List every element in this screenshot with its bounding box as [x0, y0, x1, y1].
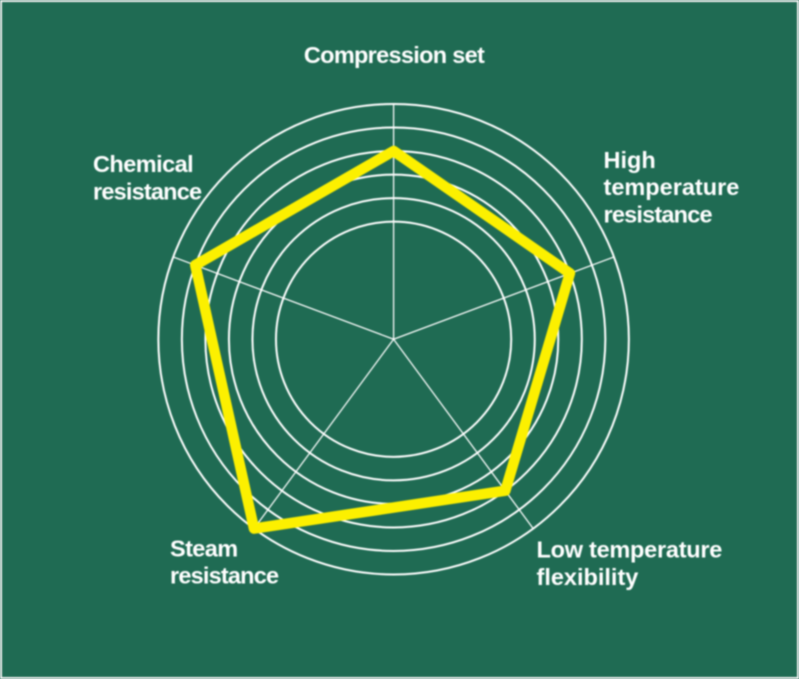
svg-text:Low temperature: Low temperature — [537, 537, 723, 563]
svg-text:flexibility: flexibility — [537, 564, 639, 590]
svg-text:Steam: Steam — [170, 536, 238, 562]
svg-text:Chemical: Chemical — [93, 151, 193, 177]
svg-text:resistance: resistance — [93, 179, 202, 205]
svg-text:resistance: resistance — [604, 201, 713, 227]
svg-text:resistance: resistance — [170, 563, 279, 589]
svg-text:Compression set: Compression set — [304, 42, 485, 68]
svg-text:High: High — [604, 147, 656, 173]
svg-text:temperature: temperature — [604, 174, 740, 200]
